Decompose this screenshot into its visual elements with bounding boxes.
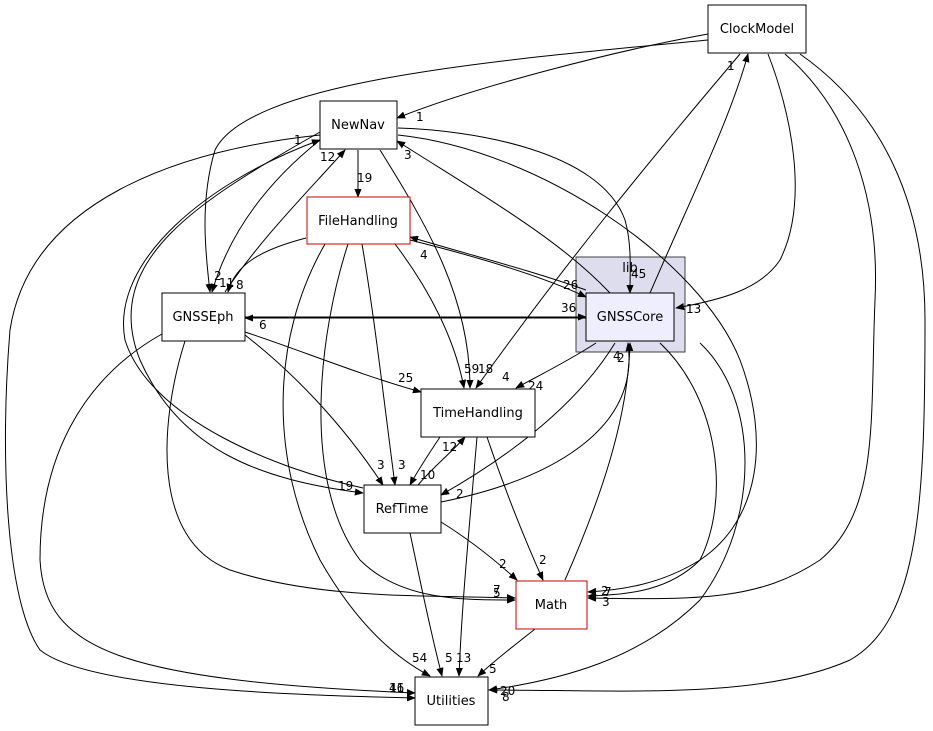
edge-newnav-filehandling: 19 [354,150,372,198]
edge-timehandling-math: 2 [486,436,547,581]
edge-gnsseph-gnsscore: 36 [245,301,587,321]
node-math[interactable]: Math [515,580,588,630]
edge-gnsscore-timehandling: 24 [515,342,597,393]
edge-label: 3 [377,458,385,472]
node-filehandling[interactable]: FileHandling [306,196,411,245]
edge-newnav-timehandling: 18 [379,149,493,389]
edge-filehandling-math: 5 [320,243,516,604]
edge-label: 59 [464,362,479,376]
edge-label: 13 [686,302,701,316]
edge-label: 4 [613,349,621,363]
edge-label: 25 [398,371,413,385]
edge-label: 7 [604,585,612,599]
edge-filehandling-utilities: 54 [282,243,431,677]
svg-text:RefTime: RefTime [376,502,429,517]
svg-text:TimeHandling: TimeHandling [432,406,523,421]
edge-label: 12 [320,150,335,164]
node-newnav[interactable]: NewNav [319,100,398,150]
edge-clockmodel-gnsseph [204,39,709,293]
edge-label: 2 [456,487,464,501]
edge-label: 1 [727,59,735,73]
edge-label: 19 [357,171,372,185]
edge-clockmodel-timehandling: 4 [475,53,741,389]
edge-label: 18 [478,362,493,376]
edge-filehandling-timehandling: 59 [394,243,479,389]
edge-math-utilities: 5 [477,628,536,677]
node-gnsscore[interactable]: GNSSCore [585,292,675,342]
edge-gnsscore-gnsseph: 6 [244,314,586,332]
edge-newnav-gnsseph: 1 2 11 [210,133,321,293]
edge-label: 3 [404,148,412,162]
svg-text:FileHandling: FileHandling [318,214,398,229]
edge-newnav-gnsscore [397,127,634,294]
edge-clockmodel-newnav: 1 [396,33,709,124]
edge-reftime-newnav [123,139,364,489]
edge-gnsseph-timehandling: 25 [244,331,422,394]
edge-label: 11 [219,276,234,290]
svg-text:Utilities: Utilities [427,694,476,709]
edge-gnsscore-newnav: 3 [396,140,611,294]
edge-label: 4 [420,248,428,262]
edge-math-gnsscore: 4 [564,342,634,581]
edge-gnsseph-reftime: 3 [244,334,385,486]
edge-label: 5 [489,662,497,676]
edge-label: 16 [389,681,404,695]
edge-timehandling-utilities: 13 [455,436,478,677]
edge-label: 45 [631,267,646,281]
edge-label: 2 [539,553,547,567]
edge-gnsscore-filehandling: 4 [409,235,587,291]
edge-label: 19 [338,479,353,493]
edge-label: 3 [602,595,610,609]
edge-label: 12 [442,440,457,454]
edge-label: 8 [502,690,510,704]
edge-label: 3 [398,458,406,472]
edge-reftime-timehandling: 12 [417,436,466,486]
edge-reftime-utilities: 5 [409,532,453,677]
edge-label: 13 [456,651,471,665]
svg-text:GNSSCore: GNSSCore [597,310,663,325]
node-reftime[interactable]: RefTime [363,484,442,534]
edge-label: 2 [601,584,609,598]
edge-label: 4 [502,370,510,384]
edge-gnsseph-utilities: 16 [39,333,416,697]
svg-text:Math: Math [535,598,568,613]
edge-filehandling-reftime: 3 [361,243,406,486]
edge-label: 7 [493,583,501,597]
edge-label: 1 [294,133,302,147]
svg-text:NewNav: NewNav [331,118,385,133]
node-timehandling[interactable]: TimeHandling [420,388,536,438]
edge-gnsscore-reftime: 2 [440,342,616,501]
svg-text:ClockModel: ClockModel [720,22,794,37]
edge-gnsseph-newnav: 12 [224,149,346,293]
edge-gnsseph-math: 7 [166,340,516,602]
edge-label: 54 [412,651,427,665]
edge-label: 1 [416,110,424,124]
node-clockmodel[interactable]: ClockModel [707,4,807,54]
edge-gnsscore-clock-45: 45 [631,267,646,281]
edge-clockmodel-math: 7 [587,53,877,602]
edge-label: 6 [259,318,267,332]
edge-gnsscore-math: 3 [587,342,717,609]
edge-label: 5 [493,586,501,600]
edge-label: 8 [236,278,244,292]
svg-text:GNSSEph: GNSSEph [172,310,233,325]
edge-clockmodel-gnsscore: 13 [675,53,796,316]
node-gnsseph[interactable]: GNSSEph [161,292,246,342]
edge-newnav-math: 2 [397,134,757,598]
edge-label: 2 [617,351,625,365]
edge-reftime-math: 2 [440,521,518,581]
edge-label: 5 [445,651,453,665]
edge-label: 36 [561,301,576,315]
edge-gnsscore-clockmodel: 1 [649,53,750,294]
edge-gnsscore-utilities: 8 [488,342,746,704]
edge-filehandling-gnsseph: 8 [226,237,307,293]
edge-label: 2 [214,269,222,283]
node-utilities[interactable]: Utilities [414,676,489,726]
edge-label: 2 [499,557,507,571]
